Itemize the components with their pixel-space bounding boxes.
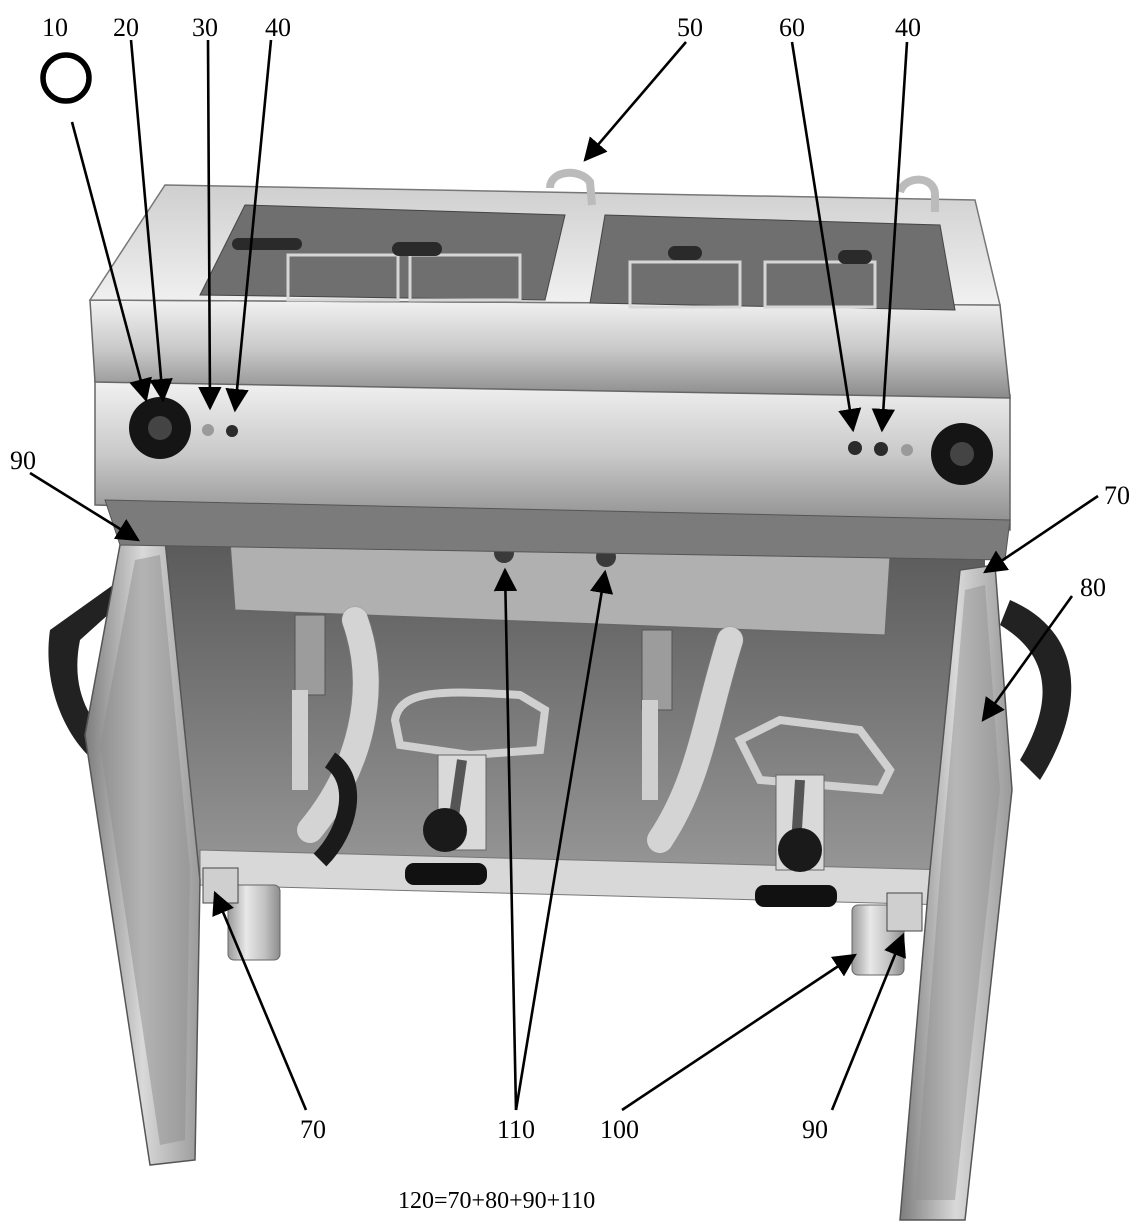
callout-10: 10 [42,13,68,42]
spare-lamp [901,444,913,456]
water-fill-tap-right [896,175,939,212]
leader-80 [981,595,1074,722]
plumbing [292,606,895,907]
leader-100 [621,953,857,1112]
cabinet-interior [165,539,985,906]
leader-90b [830,932,906,1111]
hinge-right [886,892,923,932]
callout-40-left: 40 [265,13,291,42]
basket-handles [232,238,872,264]
assembly-formula: 120=70+80+90+110 [398,1188,596,1214]
leader-40b [871,41,909,433]
callout-100: 100 [600,1115,639,1144]
leader-30 [198,39,222,411]
reference-circle-symbol [40,52,92,104]
callout-30: 30 [192,13,218,42]
oval-tray [48,580,1072,780]
baskets [286,253,877,309]
tap-symbol-plate-left [405,863,487,885]
callout-90-left: 90 [10,446,36,475]
leader-50 [583,41,687,162]
callout-110: 110 [497,1115,536,1144]
leader-110a [493,567,518,1111]
leader-lines [29,39,1099,1112]
water-fill-tap-left [546,168,596,206]
water-tap-knob-right [778,828,822,872]
callout-90-bottom: 90 [802,1115,828,1144]
callout-20: 20 [113,13,139,42]
leader-90a [29,471,140,542]
leader-70b [212,890,308,1111]
leader-110b [514,569,614,1111]
level-lamp [848,441,862,455]
leader-10 [70,121,152,403]
leader-20 [129,39,173,403]
heating-lamp-left [226,425,238,437]
callout-70-bottom: 70 [300,1115,326,1144]
tap-symbol-plate-right [755,885,837,907]
cooker-body [88,168,1011,561]
callout-40-right: 40 [895,13,921,42]
leader-60 [790,41,862,433]
hinge-left [202,867,239,904]
callout-70-right: 70 [1104,481,1130,510]
callout-50: 50 [677,13,703,42]
heating-lamp-right [874,442,888,456]
mains-lamp [202,424,214,436]
leader-40a [225,39,273,413]
water-tap-knob-left [423,808,467,852]
callout-80: 80 [1080,573,1106,602]
leader-70a [983,494,1099,574]
callout-60: 60 [779,13,805,42]
